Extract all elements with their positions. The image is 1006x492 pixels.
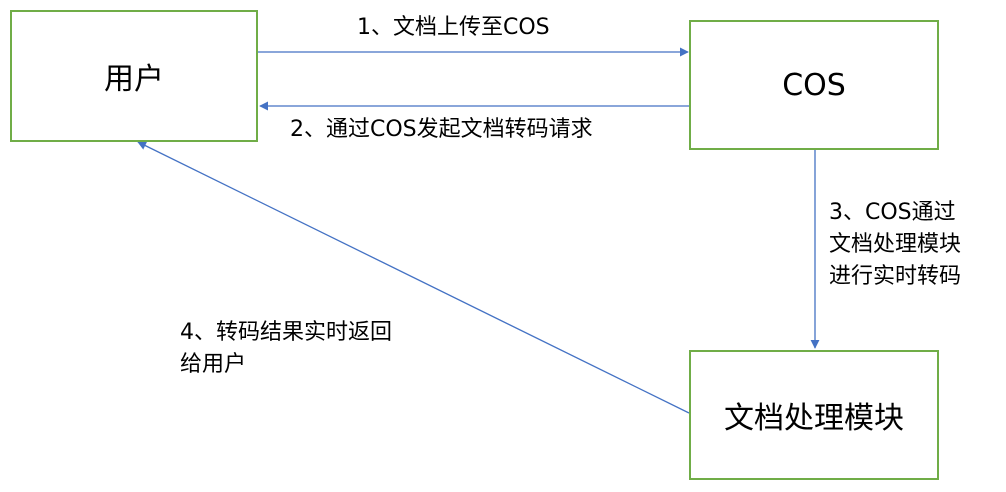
step2-label-line: 2、通过COS发起文档转码请求: [290, 117, 593, 142]
step2-label: 2、通过COS发起文档转码请求: [290, 114, 593, 146]
step3-label-line-1: 3、COS通过: [829, 200, 956, 225]
user-node: 用户: [10, 10, 258, 142]
doc-module-node-label: 文档处理模块: [724, 401, 904, 436]
step1-label: 1、文档上传至COS: [357, 12, 550, 44]
step4-label-line-2: 给用户: [180, 352, 247, 377]
step4-label-line-1: 4、转码结果实时返回: [180, 320, 392, 345]
step1-label-line: 1、文档上传至COS: [357, 15, 550, 40]
cos-node-label: COS: [782, 67, 846, 103]
step3-label-line-2: 文档处理模块: [829, 232, 962, 257]
step3-label-line-3: 进行实时转码: [829, 264, 962, 289]
step3-label: 3、COS通过 文档处理模块 进行实时转码: [829, 197, 961, 293]
doc-module-node: 文档处理模块: [689, 350, 939, 480]
arrow-doc-module-to-user: [137, 141, 690, 414]
step4-label: 4、转码结果实时返回 给用户: [180, 317, 392, 381]
user-node-label: 用户: [104, 62, 164, 97]
cos-node: COS: [689, 20, 939, 150]
